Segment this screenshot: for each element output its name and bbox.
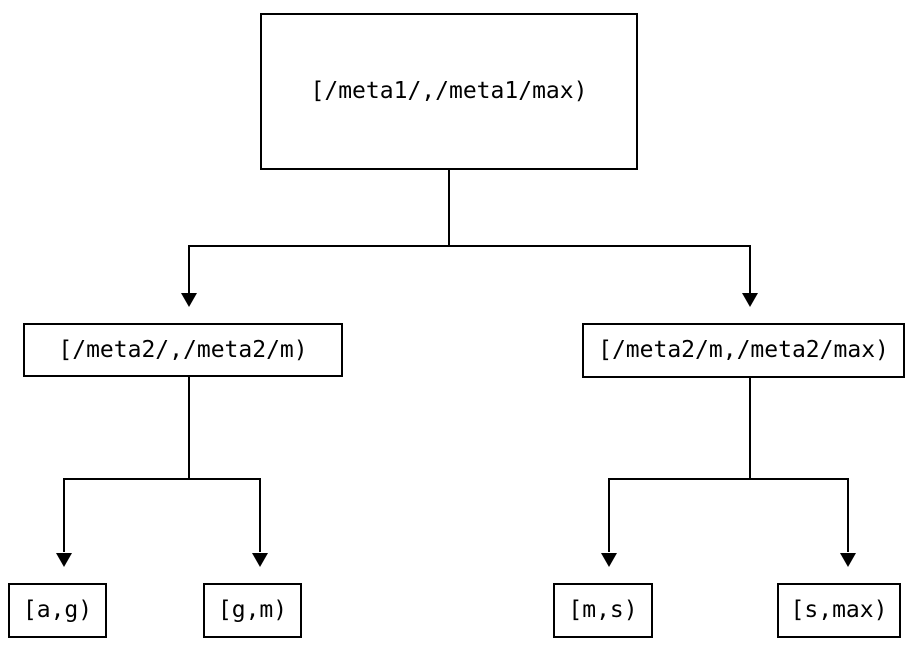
- edge-meta2-left-bar: [63, 478, 261, 480]
- arrowhead-down-icon: [56, 553, 72, 567]
- edge-to-leaf-smax-drop: [847, 478, 849, 552]
- arrowhead-down-icon: [840, 553, 856, 567]
- arrowhead-down-icon: [252, 553, 268, 567]
- arrowhead-down-icon: [601, 553, 617, 567]
- node-leaf-ms: [m,s): [553, 583, 653, 638]
- node-meta2-right: [/meta2/m,/meta2/max): [582, 323, 905, 378]
- edge-to-leaf-ag-drop: [63, 478, 65, 552]
- arrowhead-down-icon: [181, 293, 197, 307]
- node-leaf-gm: [g,m): [203, 583, 302, 638]
- edge-root-to-right-drop: [749, 245, 751, 293]
- edge-level1-bar: [188, 245, 751, 247]
- node-root: [/meta1/,/meta1/max): [260, 13, 638, 170]
- node-leaf-ag: [a,g): [8, 583, 107, 638]
- arrowhead-down-icon: [742, 293, 758, 307]
- edge-meta2-right-bar: [608, 478, 849, 480]
- edge-root-to-left-drop: [188, 245, 190, 293]
- edge-to-leaf-gm-drop: [259, 478, 261, 552]
- edge-root-stem: [448, 170, 450, 247]
- edge-to-leaf-ms-drop: [608, 478, 610, 552]
- edge-meta2-right-stem: [749, 378, 751, 480]
- node-leaf-smax: [s,max): [777, 583, 901, 638]
- edge-meta2-left-stem: [188, 377, 190, 480]
- node-meta2-left: [/meta2/,/meta2/m): [23, 323, 343, 377]
